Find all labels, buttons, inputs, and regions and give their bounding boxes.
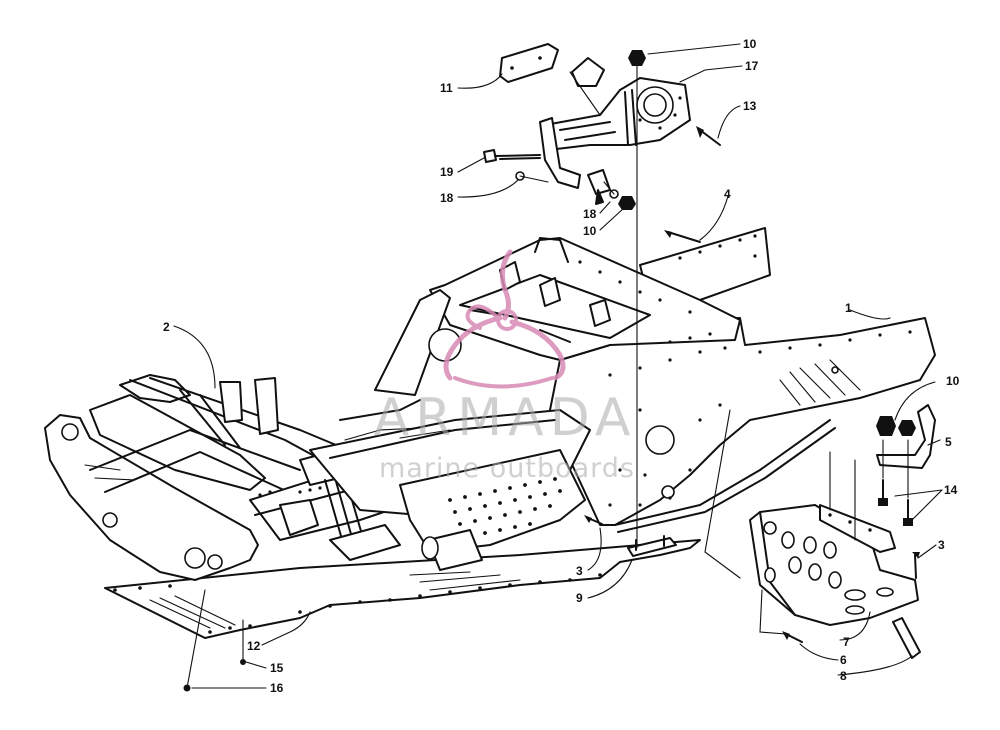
callout-13: 13 xyxy=(743,99,757,113)
watermark-title: ARMADA xyxy=(373,388,637,448)
callout-5: 5 xyxy=(945,435,952,449)
locator-lines xyxy=(186,65,909,689)
callout-19: 19 xyxy=(440,165,454,179)
skid-strap xyxy=(892,617,921,659)
callout-3-right: 3 xyxy=(938,538,945,552)
callout-15: 15 xyxy=(270,661,284,675)
callout-17: 17 xyxy=(745,59,759,73)
steering-support xyxy=(539,77,691,189)
callout-4: 4 xyxy=(724,187,731,201)
callout-12: 12 xyxy=(247,639,261,653)
steering-tab xyxy=(571,57,605,87)
watermark-logo xyxy=(443,249,566,389)
callout-10-top: 10 xyxy=(743,37,757,51)
callout-6: 6 xyxy=(840,653,847,667)
callout-10-right: 10 xyxy=(946,374,960,388)
callout-11: 11 xyxy=(440,81,453,95)
callout-3-center: 3 xyxy=(576,564,583,578)
callout-9: 9 xyxy=(576,591,583,605)
callout-2: 2 xyxy=(163,320,170,334)
callout-1: 1 xyxy=(845,301,852,315)
callout-18-left: 18 xyxy=(440,191,454,205)
belly-pan xyxy=(104,539,701,639)
callout-10-mid: 10 xyxy=(583,224,597,238)
skid-plate xyxy=(749,504,919,626)
leader-lines xyxy=(173,43,943,689)
callout-16: 16 xyxy=(270,681,284,695)
callout-8: 8 xyxy=(840,669,847,683)
callout-7: 7 xyxy=(843,635,850,649)
bracket-5 xyxy=(876,404,936,469)
fasteners xyxy=(183,50,920,692)
watermark-subtitle: marine outboards xyxy=(378,453,635,484)
steering-plate xyxy=(499,43,559,83)
callout-18-right: 18 xyxy=(583,207,597,221)
callout-14: 14 xyxy=(944,483,958,497)
